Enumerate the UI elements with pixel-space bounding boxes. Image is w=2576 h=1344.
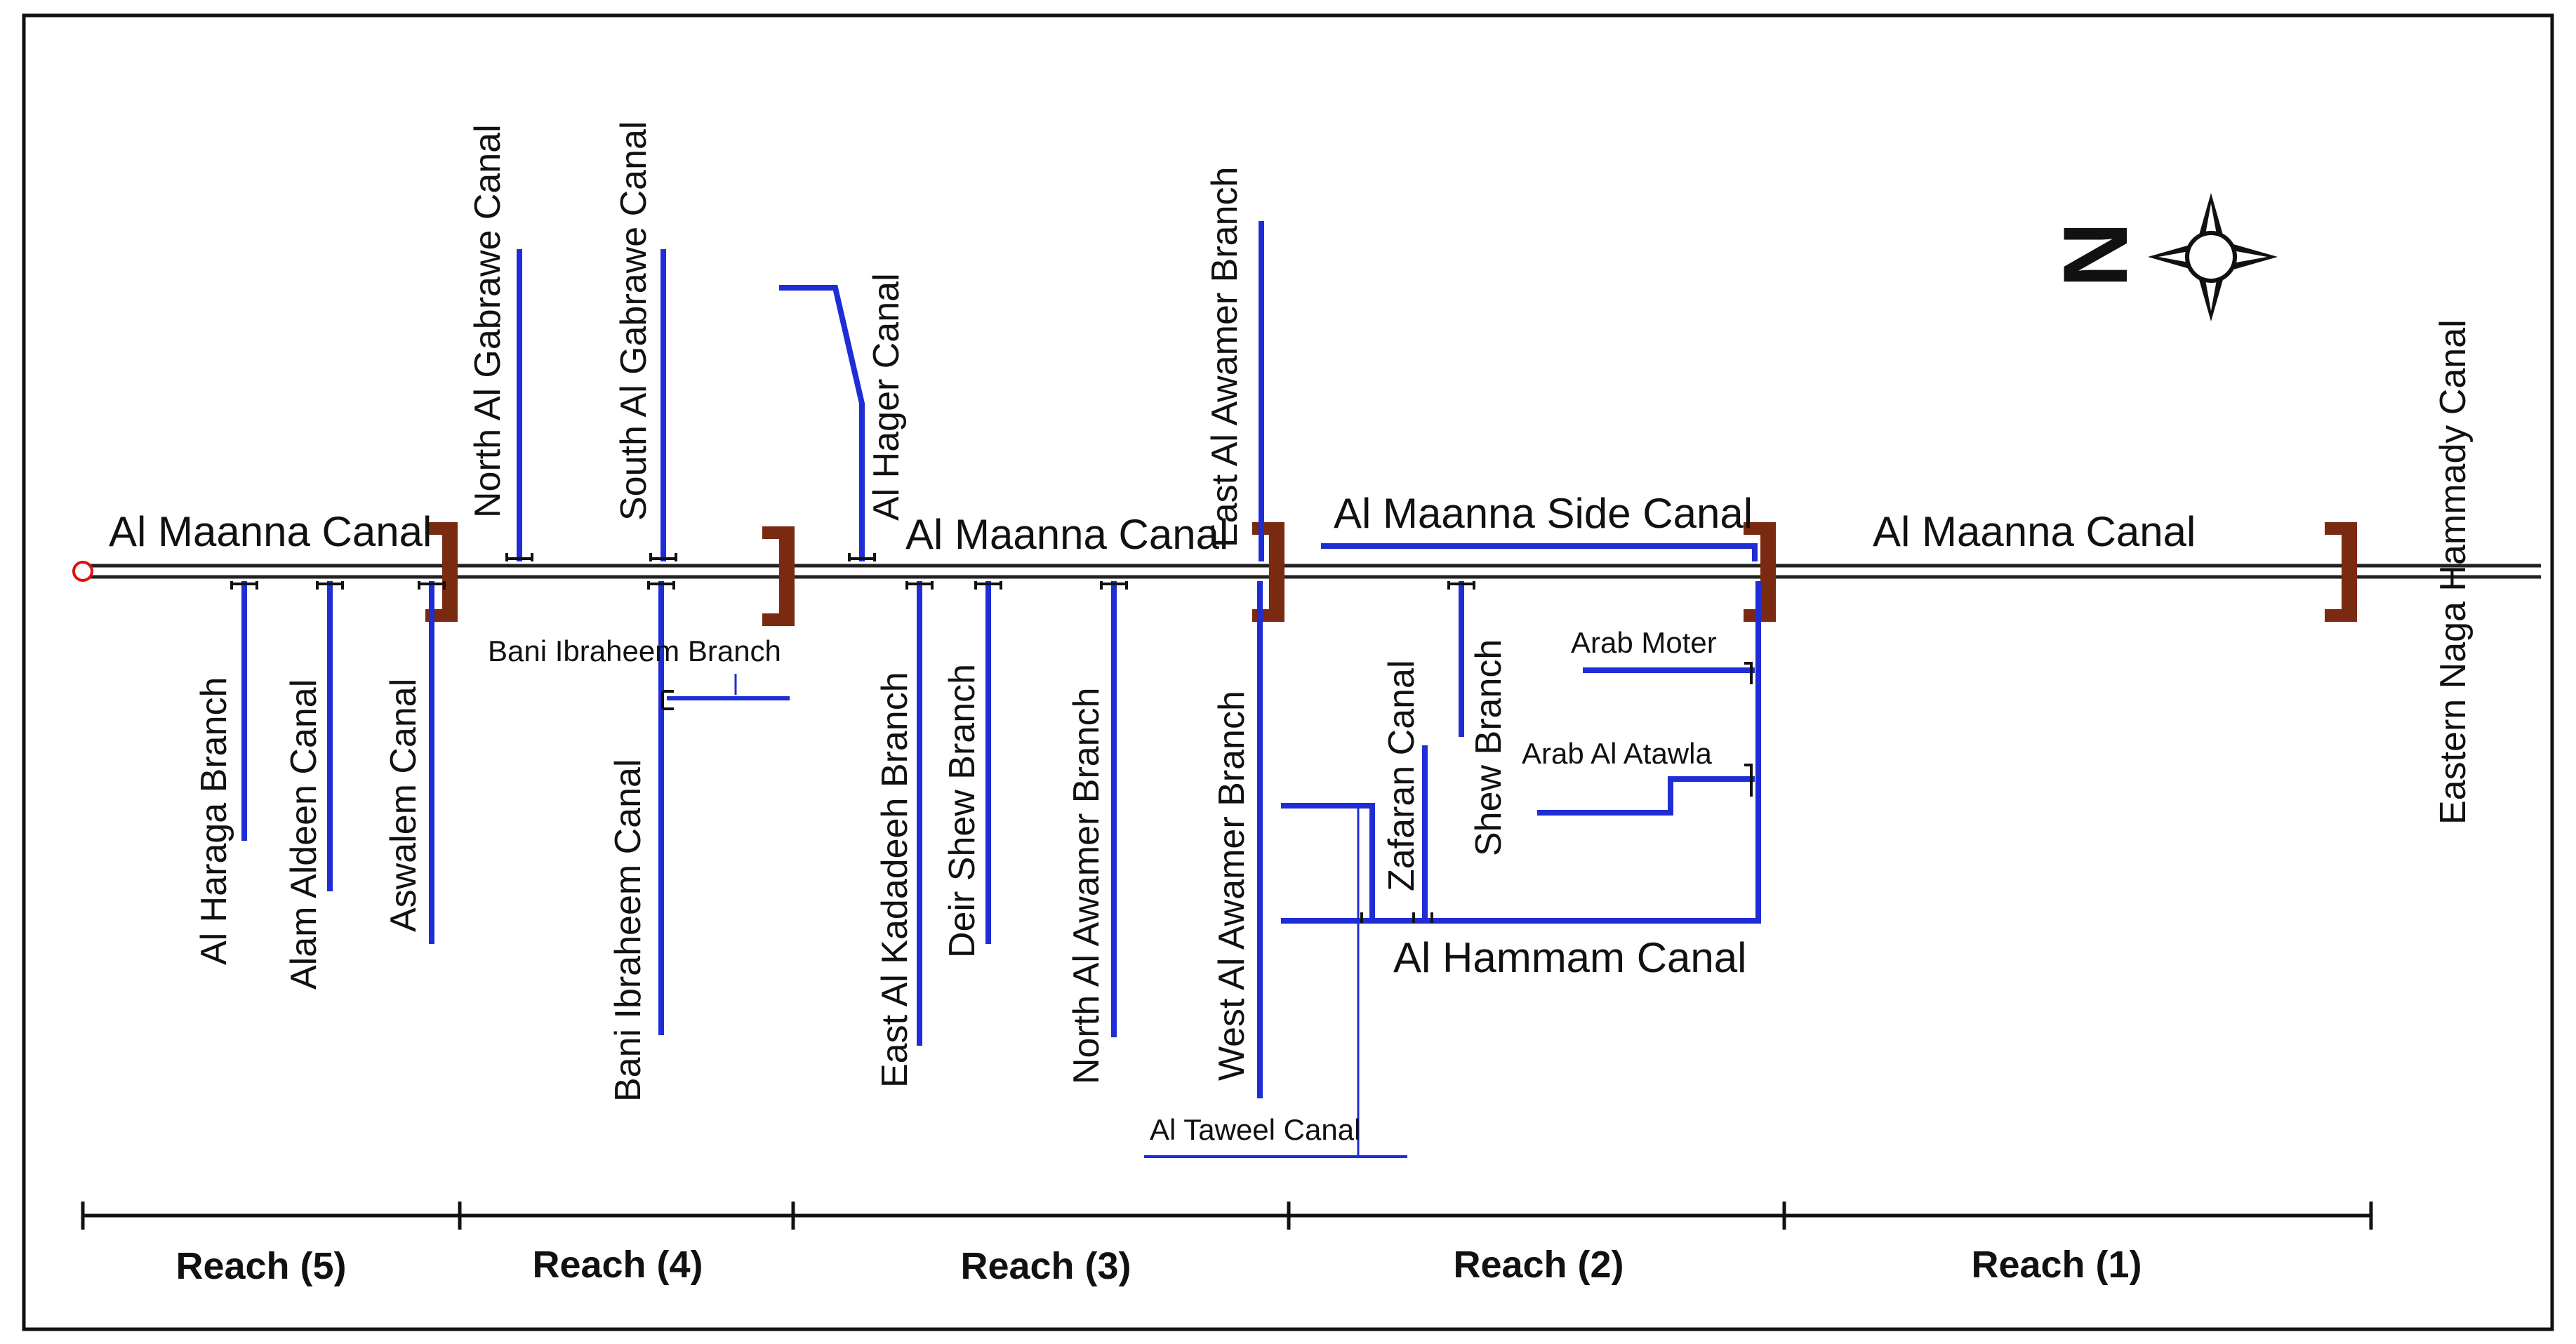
bani-ibraheem-canal-label: Bani Ibraheem Canal [608, 759, 649, 1102]
branch-lines [241, 221, 1761, 1158]
compass-n-letter: N [2044, 222, 2146, 288]
north-al-awamer-label: North Al Awamer Branch [1066, 687, 1107, 1084]
north-arrow-icon: N [2044, 193, 2278, 321]
al-hammam-label: Al Hammam Canal [1393, 934, 1746, 981]
reach-1-label: Reach (1) [1971, 1244, 2142, 1286]
reach-3-label: Reach (3) [960, 1245, 1131, 1287]
main-canal-label-1: Al Maanna Canal [109, 508, 432, 555]
side-canal-line [1321, 543, 1758, 561]
canal-start-marker [72, 561, 93, 582]
north-al-gabrawe-label: North Al Gabrawe Canal [467, 124, 508, 518]
main-canal-label-3: Al Maanna Canal [1873, 508, 2196, 555]
shew-branch-label: Shew Branch [1468, 639, 1509, 856]
al-hager-label: Al Hager Canal [866, 273, 907, 521]
south-al-gabrawe-label: South Al Gabrawe Canal [613, 121, 654, 521]
arab-al-atawla-line [1537, 776, 1755, 816]
zafaran-label: Zafaran Canal [1381, 660, 1422, 891]
diagram-frame [22, 13, 2554, 1331]
al-hammam-spur [1281, 803, 1375, 921]
east-al-awamer-label: East Al Awamer Branch [1204, 167, 1245, 547]
main-canal-label-2: Al Maanna Canal [905, 511, 1228, 558]
east-al-kadadeeh-label: East Al Kadadeeh Branch [875, 672, 915, 1088]
reach-5-label: Reach (5) [175, 1245, 346, 1287]
regulator-2 [762, 526, 795, 626]
main-canal [72, 561, 2541, 582]
reach-4-label: Reach (4) [532, 1244, 703, 1286]
reach-2-label: Reach (2) [1453, 1244, 1624, 1286]
al-hammam-line [1281, 581, 1761, 924]
bani-ibraheem-branch-label: Bani Ibraheem Branch [488, 634, 781, 667]
west-al-awamer-label: West Al Awamer Branch [1211, 691, 1252, 1081]
arab-moter-label: Arab Moter [1571, 626, 1717, 659]
junction-ticks [230, 553, 1753, 923]
regulators [425, 522, 2357, 626]
arab-al-atawla-label: Arab Al Atawla [1522, 737, 1712, 770]
alam-aldeen-label: Alam Aldeen Canal [284, 679, 324, 990]
regulator-5 [2325, 522, 2357, 622]
aswalem-label: Aswalem Canal [383, 679, 424, 932]
al-haraga-label: Al Haraga Branch [194, 677, 234, 965]
al-taweel-label: Al Taweel Canal [1150, 1113, 1360, 1146]
al-hager-line [779, 285, 865, 561]
regulator-3 [1252, 522, 1284, 622]
side-canal-label: Al Maanna Side Canal [1334, 490, 1753, 537]
eastern-naga-hammady-label: Eastern Naga Hammady Canal [2433, 319, 2474, 825]
deir-shew-label: Deir Shew Branch [942, 664, 983, 958]
reach-scale [81, 1202, 2373, 1230]
